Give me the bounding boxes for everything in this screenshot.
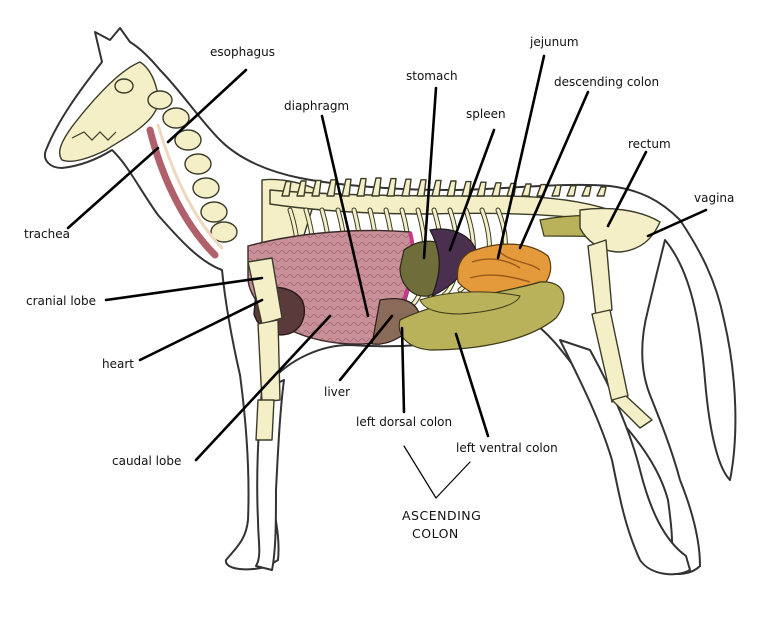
- label-spleen: spleen: [466, 107, 506, 121]
- spinous-process: [311, 179, 322, 197]
- leader-caudal-lobe: [194, 314, 332, 462]
- leader-descending-colon: [518, 90, 590, 250]
- spinous-process: [281, 180, 292, 197]
- spinous-process: [461, 180, 472, 197]
- spinous-process: [401, 178, 412, 197]
- eye-socket: [114, 78, 134, 94]
- jejunum-loops: [469, 251, 541, 283]
- pelvis: [579, 207, 661, 253]
- spinous-process: [476, 181, 487, 197]
- spinous-processes: [281, 177, 607, 197]
- leader-ascending-left: [403, 445, 437, 499]
- spinous-process: [521, 183, 532, 197]
- label-esophagus: esophagus: [210, 45, 275, 59]
- spinous-process: [296, 180, 307, 197]
- leader-vagina: [646, 208, 708, 238]
- label-trachea: trachea: [24, 227, 70, 241]
- tibia: [591, 309, 629, 403]
- leader-rectum: [606, 150, 648, 228]
- spinous-process: [566, 185, 577, 197]
- label-diaphragm: diaphragm: [284, 99, 349, 113]
- spinous-process: [431, 179, 442, 197]
- spinous-process: [356, 177, 367, 197]
- label-rectum: rectum: [628, 137, 671, 151]
- label-ascending-colon-line1: ASCENDING: [402, 508, 481, 523]
- label-jejunum: jejunum: [529, 35, 579, 49]
- fore-cannon: [255, 399, 275, 441]
- label-heart: heart: [102, 357, 134, 371]
- leader-ascending-right: [435, 461, 471, 499]
- spinous-process: [446, 180, 457, 197]
- spinous-process: [596, 186, 607, 197]
- dorsal-colon-organ: [419, 291, 521, 315]
- leader-diaphragm: [320, 114, 370, 318]
- leader-trachea: [66, 146, 160, 230]
- leader-left-ventral-colon: [454, 332, 490, 438]
- leader-stomach: [422, 86, 438, 260]
- label-left-ventral-colon: left ventral colon: [456, 441, 558, 455]
- label-cranial-lobe: cranial lobe: [26, 294, 96, 308]
- label-vagina: vagina: [694, 191, 734, 205]
- femur: [587, 239, 613, 317]
- label-ascending-colon-line2: COLON: [412, 526, 459, 541]
- cervical-vertebrae: [147, 90, 238, 243]
- leader-heart: [138, 298, 264, 362]
- spinous-process: [386, 177, 397, 197]
- leader-cranial-lobe: [104, 276, 264, 302]
- leader-esophagus: [166, 68, 248, 144]
- spinous-process: [371, 177, 382, 197]
- spinous-process: [551, 184, 562, 197]
- label-descending-colon: descending colon: [554, 75, 659, 89]
- spinous-process: [341, 178, 352, 197]
- spinous-process: [491, 182, 502, 197]
- label-liver: liver: [324, 385, 350, 399]
- near-hindleg-outline: [559, 339, 691, 576]
- label-left-dorsal-colon: left dorsal colon: [356, 415, 452, 429]
- spleen-organ: [429, 228, 477, 298]
- skull-teeth: [71, 131, 117, 141]
- leader-liver: [338, 314, 394, 382]
- label-caudal-lobe: caudal lobe: [112, 454, 181, 468]
- hind-cannon: [611, 395, 653, 429]
- leader-spleen: [448, 128, 496, 252]
- trachea-tube: [146, 126, 219, 259]
- leader-jejunum: [496, 54, 546, 260]
- label-stomach: stomach: [406, 69, 458, 83]
- radius: [257, 319, 281, 403]
- spinous-process: [416, 179, 427, 197]
- spinous-process: [581, 185, 592, 197]
- leader-lines: [66, 54, 708, 499]
- esophagus-tube: [156, 123, 224, 250]
- leader-left-dorsal-colon: [400, 326, 406, 414]
